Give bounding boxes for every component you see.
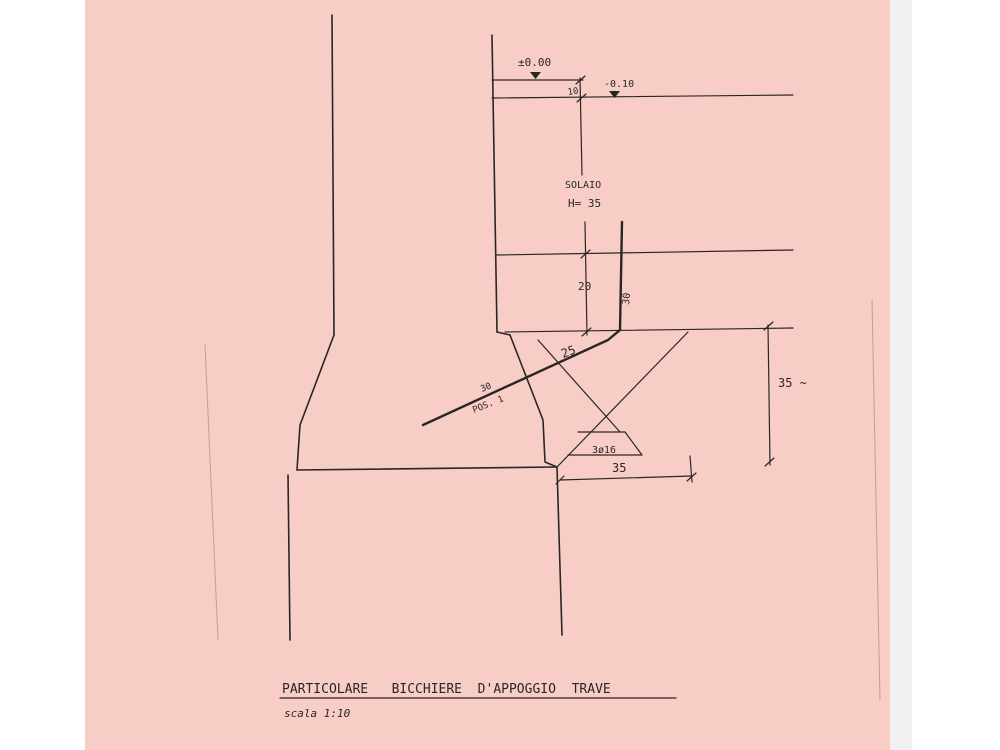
paper-sheet — [85, 0, 890, 750]
dim-10-label: 10 — [567, 87, 579, 98]
scale-label: scala 1:10 — [284, 707, 351, 720]
level-top-label: ±0.00 — [518, 56, 551, 69]
sheet-edge — [890, 0, 912, 750]
socket-outline — [287, 331, 563, 641]
dim-35-horizontal-label: 35 — [612, 461, 626, 475]
level-marker-icon — [530, 72, 541, 79]
dim-35-vertical-label: 35 ~ — [778, 376, 807, 390]
reinforcement-bar — [421, 220, 624, 427]
bars-label: 3ø16 — [592, 445, 616, 456]
dim-20-label: 20 — [578, 280, 591, 293]
bar-position-label: POS. 1 — [471, 394, 505, 415]
paper-fold-mark — [871, 299, 881, 701]
paper-fold-mark — [204, 344, 219, 641]
column-outline — [296, 14, 498, 471]
dim-25-label: 25 — [559, 343, 577, 361]
dimension-lines — [555, 75, 775, 485]
slab-label: SOLAIO — [565, 180, 601, 191]
slab-lines — [491, 79, 794, 333]
stirrup-cross — [537, 331, 689, 468]
level-second-label: -0.10 — [604, 79, 634, 90]
slab-height-label: H= 35 — [568, 197, 601, 210]
drawing-title: PARTICOLARE BICCHIERE D'APPOGGIO TRAVE — [282, 682, 611, 697]
dim-30-vertical-label: 30 — [621, 292, 633, 305]
bar-length-label: 30 — [479, 381, 493, 394]
level-marker-icon — [609, 91, 620, 98]
